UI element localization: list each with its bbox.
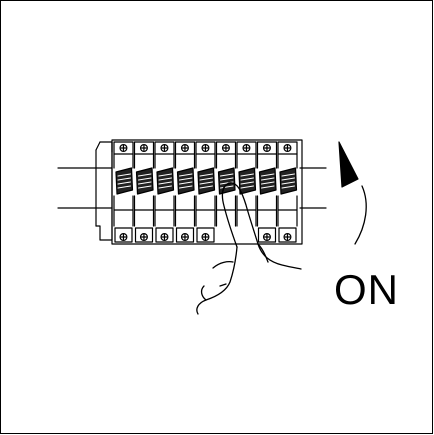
breaker-module: [154, 141, 175, 243]
screw-terminal-icon: [160, 233, 169, 242]
breaker-module: [236, 141, 257, 227]
breaker-lever: [238, 167, 257, 195]
breaker-housing: [95, 139, 303, 245]
breaker-module: [113, 141, 134, 243]
screw-terminal-icon: [242, 144, 251, 153]
screw-terminal-icon: [221, 144, 230, 153]
breaker-module: [195, 141, 216, 243]
screw-terminal-icon: [160, 144, 169, 153]
pointing-hand-icon: [196, 182, 302, 315]
screw-terminal-icon: [201, 233, 210, 242]
breaker-lever: [115, 167, 134, 195]
breaker-lever: [176, 167, 195, 195]
breaker-module: [174, 141, 196, 243]
curved-arrow-up-icon: [338, 141, 367, 245]
screw-terminal-icon: [262, 233, 271, 242]
screw-terminal-icon: [139, 144, 148, 153]
screw-terminal-icon: [180, 144, 189, 153]
breaker-lever: [156, 167, 175, 195]
screw-terminal-icon: [119, 233, 128, 242]
breaker-row: [113, 141, 298, 243]
din-rail: [57, 167, 327, 209]
screw-terminal-icon: [283, 144, 292, 153]
breaker-lever: [197, 167, 216, 195]
screw-terminal-icon: [180, 233, 189, 242]
screw-terminal-icon: [283, 233, 292, 242]
breaker-lever: [279, 167, 298, 195]
screw-terminal-icon: [139, 233, 148, 242]
breaker-module: [277, 141, 298, 243]
on-label: ON: [334, 266, 399, 313]
breaker-lever: [135, 167, 154, 195]
breaker-lever: [258, 167, 277, 195]
screw-terminal-icon: [119, 144, 128, 153]
screw-terminal-icon: [201, 144, 210, 153]
breaker-module: [256, 141, 278, 243]
screw-terminal-icon: [262, 144, 271, 153]
breaker-module: [133, 141, 155, 243]
breaker-lever: [217, 167, 236, 195]
